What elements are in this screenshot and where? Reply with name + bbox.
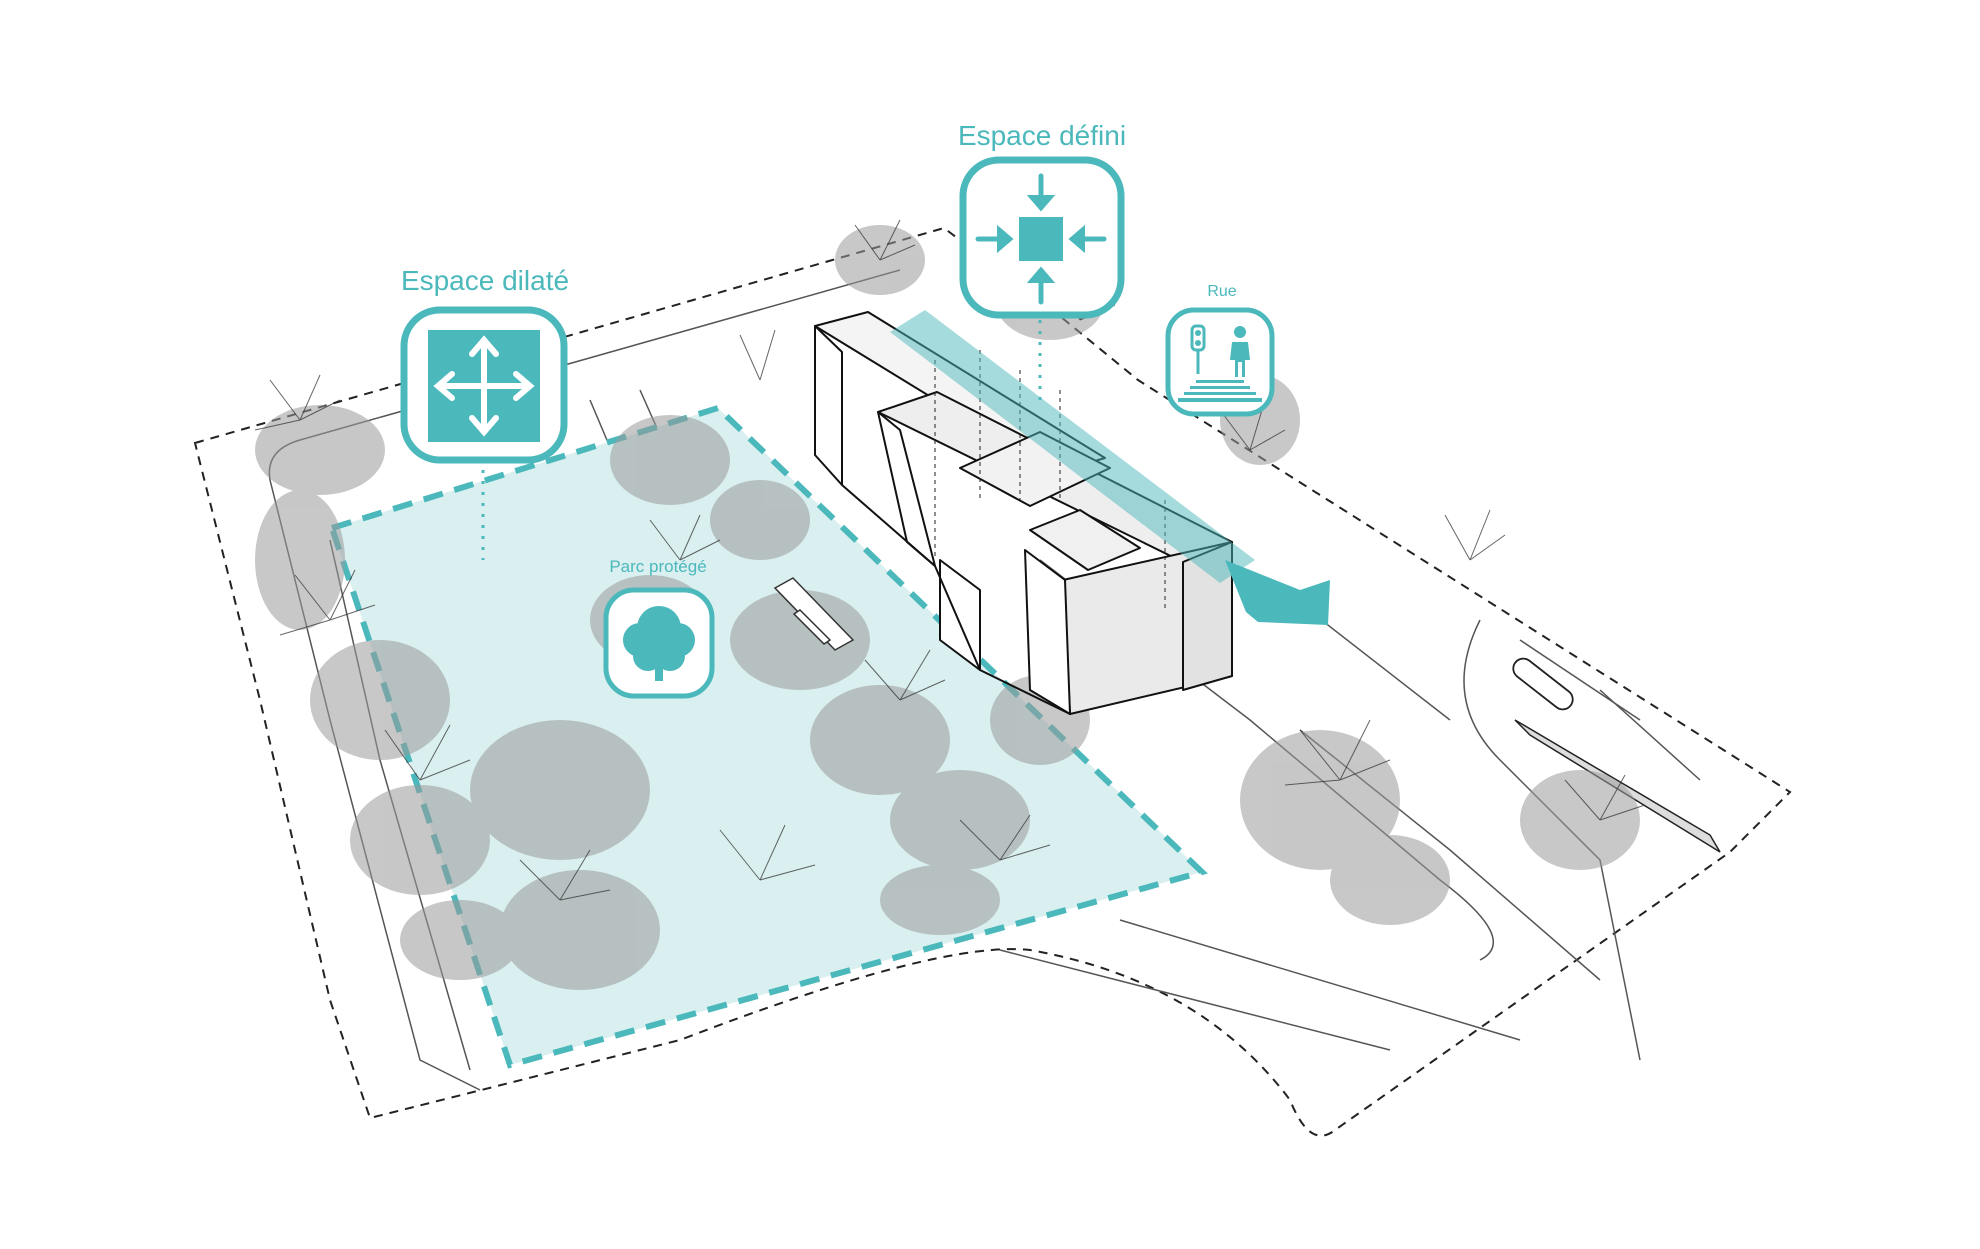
tree-icon: [603, 587, 715, 699]
parc-protege-label: Parc protégé: [609, 557, 706, 576]
tree-branches: [254, 219, 1646, 901]
arrows-outward-icon: [400, 306, 568, 464]
curb-island: [1512, 657, 1574, 711]
rue-label: Rue: [1207, 283, 1236, 300]
pedestrian-crossing-icon: [1165, 307, 1275, 417]
arrows-inward-icon: [959, 156, 1125, 319]
site-boundary: [193, 226, 1792, 1137]
espace-dilate-label: Espace dilaté: [401, 265, 569, 296]
park-benches: [773, 577, 855, 651]
espace-defini-label: Espace défini: [958, 120, 1126, 151]
street-flow-band: [890, 310, 1255, 583]
street-flow-arrow: [1225, 560, 1330, 625]
